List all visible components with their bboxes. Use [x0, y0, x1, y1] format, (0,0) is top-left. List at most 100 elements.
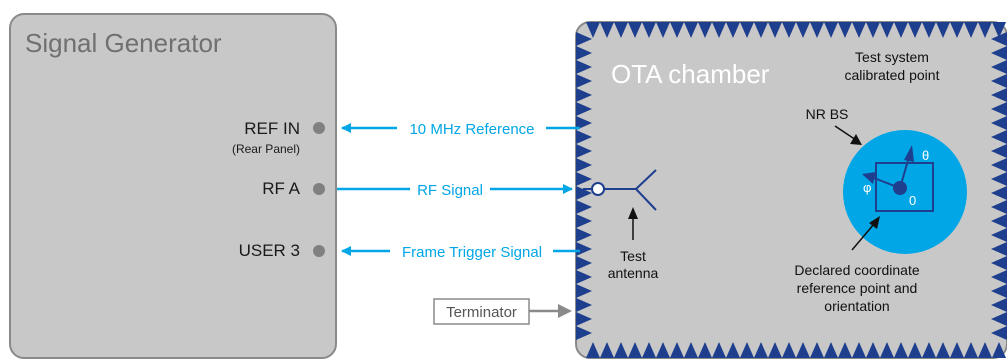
absorber-cone-top — [866, 22, 880, 38]
absorber-cone-left — [576, 74, 592, 88]
calibrated-point-label-line1: Test system — [855, 49, 929, 65]
absorber-cone-bottom — [768, 342, 782, 358]
test-antenna-label-line1: Test — [620, 248, 646, 264]
absorber-cone-left — [576, 186, 592, 200]
absorber-cone-right — [991, 32, 1007, 46]
absorber-cone-left — [576, 158, 592, 172]
absorber-cone-bottom — [600, 342, 614, 358]
absorber-cone-right — [991, 228, 1007, 242]
test-antenna-label-line2: antenna — [608, 265, 659, 281]
phi-label: φ — [863, 180, 871, 195]
absorber-cone-top — [600, 22, 614, 38]
absorber-cone-bottom — [936, 342, 950, 358]
absorber-cone-left — [576, 312, 592, 326]
absorber-cone-top — [586, 22, 600, 38]
absorber-cone-left — [576, 284, 592, 298]
port-ref-in-sublabel: (Rear Panel) — [232, 142, 300, 156]
coordinate-origin-dot — [893, 181, 907, 195]
absorber-cone-bottom — [614, 342, 628, 358]
absorber-cone-bottom — [866, 342, 880, 358]
absorber-cone-top — [964, 22, 978, 38]
terminator-label: Terminator — [446, 304, 517, 321]
signal-generator-title: Signal Generator — [25, 28, 222, 58]
absorber-cone-bottom — [978, 342, 992, 358]
absorber-cone-top — [936, 22, 950, 38]
absorber-cone-top — [838, 22, 852, 38]
absorber-cone-top — [908, 22, 922, 38]
absorber-cone-bottom — [656, 342, 670, 358]
absorber-cone-top — [796, 22, 810, 38]
absorber-cone-left — [576, 172, 592, 186]
test-antenna-pointer-head — [628, 207, 638, 219]
absorber-cone-top — [642, 22, 656, 38]
port-user-3-label: USER 3 — [239, 241, 300, 260]
absorber-cone-top — [852, 22, 866, 38]
absorber-cone-top — [768, 22, 782, 38]
terminator-arrowhead — [558, 304, 572, 318]
signal-generator-box — [9, 13, 337, 359]
absorber-cone-bottom — [642, 342, 656, 358]
absorber-cone-top — [992, 22, 1006, 38]
absorber-cone-top — [922, 22, 936, 38]
nr-bs-device-square — [875, 162, 934, 212]
absorber-cone-right — [991, 172, 1007, 186]
absorber-cone-bottom — [712, 342, 726, 358]
absorber-cone-bottom — [838, 342, 852, 358]
absorber-cone-right — [991, 158, 1007, 172]
absorber-cone-right — [991, 298, 1007, 312]
absorber-cone-left — [576, 242, 592, 256]
absorber-cone-bottom — [782, 342, 796, 358]
theta-arrowhead — [904, 145, 914, 162]
absorber-cone-bottom — [796, 342, 810, 358]
absorber-cone-right — [991, 256, 1007, 270]
absorber-cone-left — [576, 102, 592, 116]
absorber-cone-right — [991, 88, 1007, 102]
trigger-signal-label: Frame Trigger Signal — [402, 244, 542, 261]
absorber-cone-right — [991, 326, 1007, 340]
absorber-cone-left — [576, 46, 592, 60]
declared-point-pointer-head — [869, 216, 880, 229]
absorber-cone-bottom — [950, 342, 964, 358]
absorber-cone-right — [991, 130, 1007, 144]
absorber-cone-bottom — [726, 342, 740, 358]
declared-point-label-line2: reference point and — [797, 280, 918, 296]
declared-point-label-line1: Declared coordinate — [794, 262, 920, 278]
absorber-cone-right — [991, 116, 1007, 130]
absorber-cone-left — [576, 116, 592, 130]
calibrated-point-label-line2: calibrated point — [845, 67, 940, 83]
absorber-cone-left — [576, 130, 592, 144]
absorber-cone-left — [576, 326, 592, 340]
absorber-cone-left — [576, 200, 592, 214]
port-user-3-dot — [313, 245, 325, 257]
absorber-cone-top — [614, 22, 628, 38]
absorber-cone-bottom — [964, 342, 978, 358]
port-ref-in-dot — [313, 122, 325, 134]
absorber-cone-top — [712, 22, 726, 38]
absorber-cone-right — [991, 46, 1007, 60]
nr-bs-label: NR BS — [806, 106, 849, 122]
absorber-cone-bottom — [684, 342, 698, 358]
absorber-cone-right — [991, 60, 1007, 74]
absorber-cone-left — [576, 32, 592, 46]
absorber-cone-right — [991, 312, 1007, 326]
absorber-cone-top — [726, 22, 740, 38]
ref-signal-label: 10 MHz Reference — [409, 121, 534, 138]
absorber-cone-right — [991, 214, 1007, 228]
chamber-absorber-border — [576, 22, 1007, 358]
origin-label: 0 — [909, 193, 916, 208]
absorber-cone-right — [991, 74, 1007, 88]
absorber-cone-top — [880, 22, 894, 38]
absorber-cone-right — [991, 284, 1007, 298]
declared-point-label-line3: orientation — [824, 298, 889, 314]
absorber-cone-left — [576, 88, 592, 102]
absorber-cone-bottom — [754, 342, 768, 358]
absorber-cone-bottom — [908, 342, 922, 358]
absorber-cone-top — [782, 22, 796, 38]
absorber-cone-top — [824, 22, 838, 38]
absorber-cone-top — [698, 22, 712, 38]
absorber-cone-bottom — [810, 342, 824, 358]
absorber-cone-top — [754, 22, 768, 38]
absorber-cone-top — [740, 22, 754, 38]
absorber-cone-top — [810, 22, 824, 38]
